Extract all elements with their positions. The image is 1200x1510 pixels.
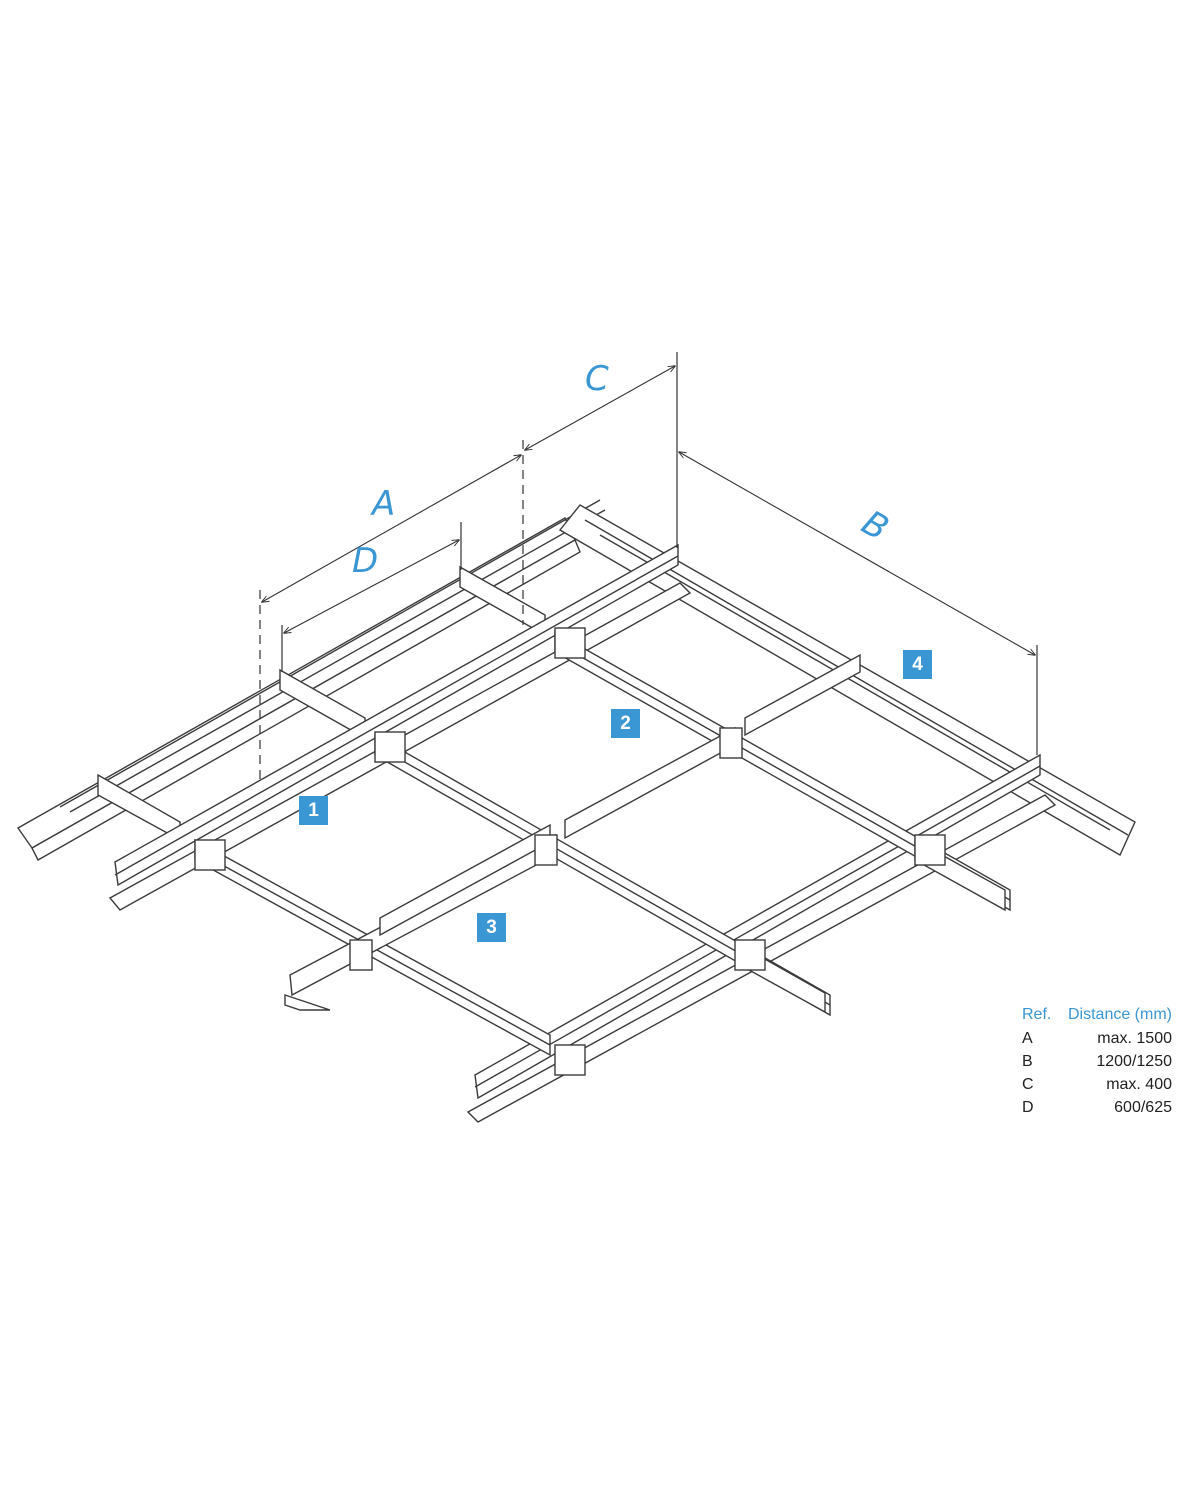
- legend-ref: B: [1022, 1053, 1033, 1070]
- connector-clips: [194, 627, 946, 1076]
- back-cross-tees: [97, 565, 861, 842]
- legend-row: A max. 1500: [1022, 1027, 1172, 1050]
- distance-legend: Ref. Distance (mm) A max. 1500 B 1200/12…: [1022, 1006, 1172, 1119]
- dimension-line-d: [284, 540, 459, 633]
- dimension-label-d: D: [352, 541, 378, 581]
- callout-4: 4: [903, 650, 932, 679]
- callout-2: 2: [611, 709, 640, 738]
- legend-ref: D: [1022, 1099, 1034, 1116]
- callout-3: 3: [477, 913, 506, 942]
- dimension-label-a: A: [370, 484, 395, 524]
- dimension-label-c: C: [585, 359, 609, 399]
- legend-row: C max. 400: [1022, 1073, 1172, 1096]
- dimension-lines: [262, 366, 1035, 655]
- legend-distance: max. 1500: [1097, 1030, 1172, 1047]
- callout-1: 1: [299, 796, 328, 825]
- legend-row: D 600/625: [1022, 1096, 1172, 1119]
- legend-distance: 600/625: [1114, 1099, 1172, 1116]
- legend-ref: C: [1022, 1076, 1034, 1093]
- legend-header-ref: Ref.: [1022, 1006, 1052, 1023]
- legend-distance: 1200/1250: [1096, 1053, 1172, 1070]
- legend-ref: A: [1022, 1030, 1033, 1047]
- legend-header-distance: Distance (mm): [1067, 1006, 1172, 1023]
- legend-header: Ref. Distance (mm): [1022, 1006, 1172, 1024]
- dimension-line-b: [679, 452, 1035, 655]
- dimension-label-b: B: [855, 503, 895, 549]
- legend-distance: max. 400: [1106, 1076, 1172, 1093]
- dimension-line-c: [525, 366, 675, 450]
- legend-row: B 1200/1250: [1022, 1050, 1172, 1073]
